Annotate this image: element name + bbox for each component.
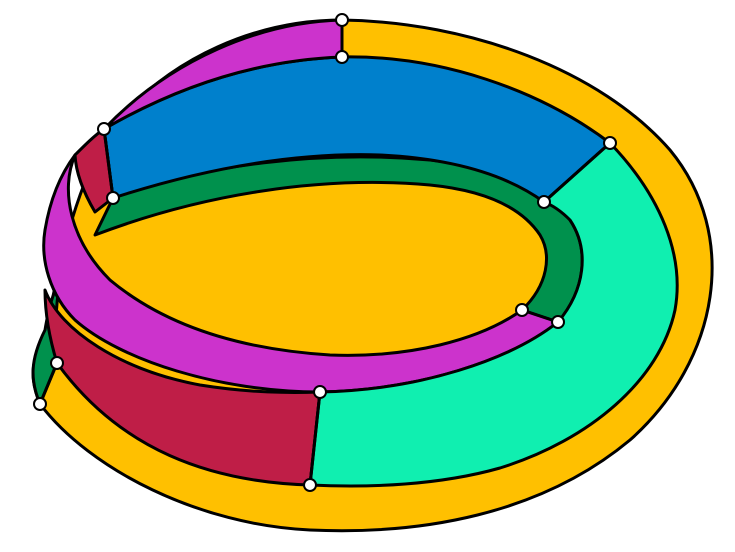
crimson-top-band <box>73 127 115 214</box>
vertex-12 <box>33 397 47 411</box>
aqua-band <box>308 141 679 488</box>
vertex-2 <box>335 50 349 64</box>
seam-left <box>38 362 59 405</box>
vertex-1 <box>335 13 349 27</box>
vertex-4 <box>106 191 120 205</box>
seam-right <box>543 141 611 204</box>
seam-top-left <box>102 128 115 199</box>
vertex-3 <box>97 122 111 136</box>
vertex-11 <box>50 356 64 370</box>
vertex-5 <box>603 136 617 150</box>
vertex-8 <box>551 315 565 329</box>
vertex-markers <box>33 13 617 492</box>
vertex-6 <box>537 195 551 209</box>
vertex-10 <box>303 478 317 492</box>
vertex-7 <box>515 303 529 317</box>
seam-bottom <box>308 391 322 486</box>
vertex-9 <box>313 385 327 399</box>
